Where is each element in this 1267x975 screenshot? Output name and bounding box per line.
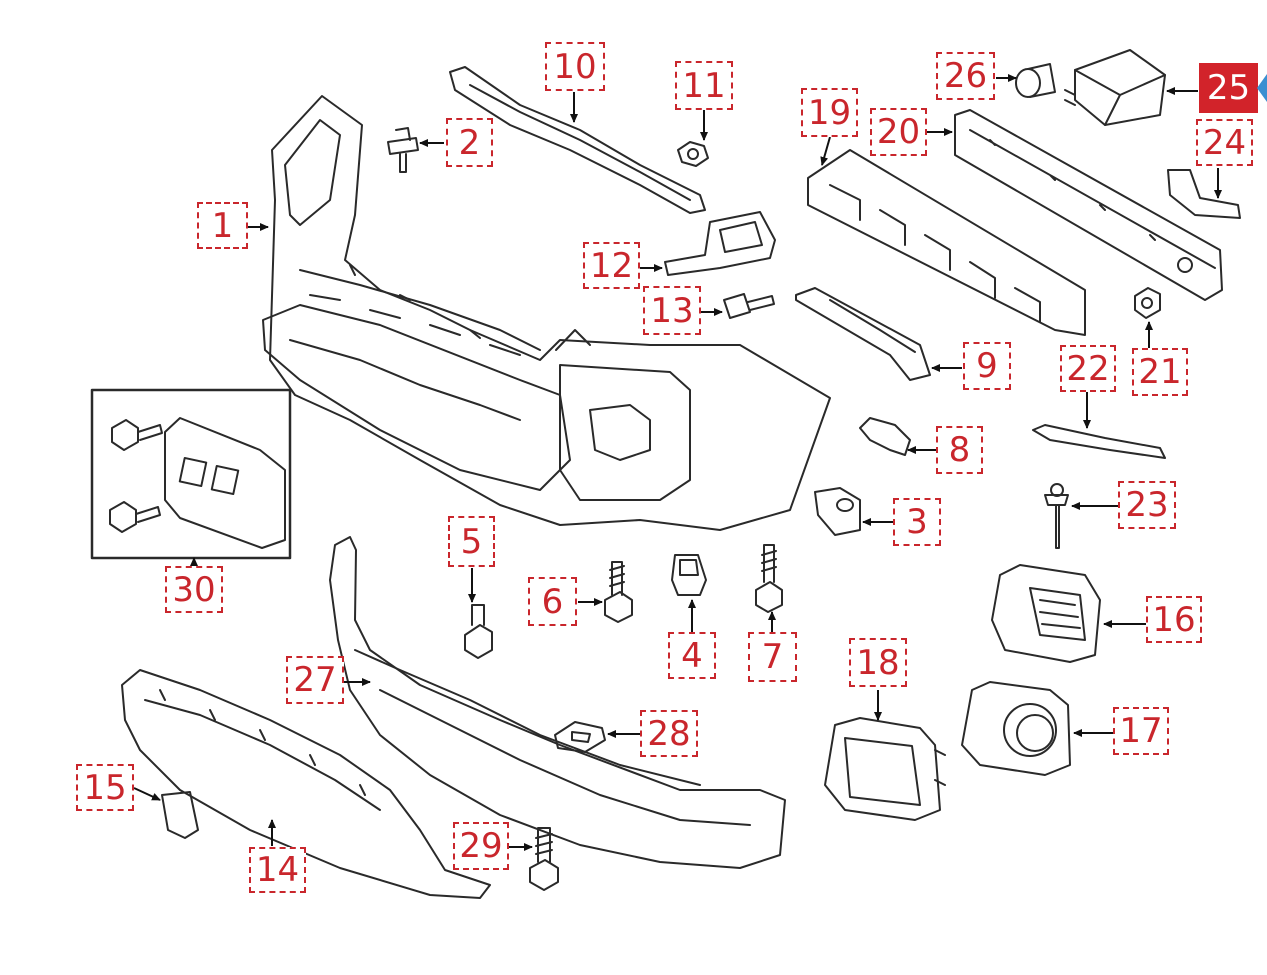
callout-30[interactable]: 30	[165, 566, 223, 613]
callout-1[interactable]: 1	[197, 202, 248, 249]
callout-24[interactable]: 24	[1196, 119, 1253, 166]
part-22-brace	[1032, 424, 1166, 459]
part-23-pin	[1044, 483, 1069, 549]
callout-3[interactable]: 3	[893, 498, 941, 546]
part-5-screw	[464, 604, 493, 659]
part-10-upper-retainer	[449, 66, 706, 214]
callout-9[interactable]: 9	[963, 342, 1011, 390]
part-2-clip	[387, 127, 419, 173]
part-8-clip	[859, 417, 911, 456]
callout-19[interactable]: 19	[801, 88, 858, 137]
callout-20[interactable]: 20	[870, 108, 927, 156]
callout-16[interactable]: 16	[1146, 596, 1202, 643]
callout-27[interactable]: 27	[286, 656, 344, 704]
part-17-fog-bezel	[961, 681, 1071, 776]
callout-2[interactable]: 2	[446, 118, 493, 167]
callout-17[interactable]: 17	[1113, 707, 1169, 755]
callout-5[interactable]: 5	[448, 516, 495, 567]
part-21-nut	[1134, 287, 1161, 319]
part-27-lower-cover	[329, 536, 786, 869]
part-7-screw	[755, 544, 783, 613]
part-18-fog-housing	[824, 717, 946, 821]
part-16-fog-cover	[991, 564, 1101, 663]
part-28-retainer	[554, 721, 606, 753]
part-19-absorber	[807, 149, 1086, 336]
part-15-clip	[161, 791, 199, 839]
leader-lines	[133, 74, 1222, 851]
part-24-bracket	[1167, 169, 1241, 219]
part-9-bracket	[795, 287, 931, 381]
part-12-bracket	[664, 211, 776, 276]
callout-4[interactable]: 4	[668, 632, 716, 679]
part-6-screw	[604, 561, 633, 623]
part-11-nut	[677, 141, 709, 167]
callout-8[interactable]: 8	[936, 426, 983, 474]
part-1-bumper-cover	[262, 95, 831, 531]
callout-11[interactable]: 11	[675, 61, 733, 110]
part-4-clip	[671, 554, 707, 596]
selected-indicator-icon	[1257, 74, 1267, 102]
callout-7[interactable]: 7	[748, 632, 797, 682]
part-26-sensor	[1015, 63, 1056, 98]
callout-14[interactable]: 14	[249, 847, 306, 893]
callout-25-selected[interactable]: 25	[1199, 63, 1258, 113]
callout-18[interactable]: 18	[849, 638, 907, 687]
part-14-deflector	[121, 669, 491, 899]
part-29-bolt	[529, 827, 559, 891]
part-30-kit-box	[90, 388, 292, 560]
callout-15[interactable]: 15	[76, 764, 134, 811]
callout-13[interactable]: 13	[643, 286, 701, 335]
callout-29[interactable]: 29	[453, 822, 509, 870]
callout-12[interactable]: 12	[583, 242, 640, 289]
part-25-module	[1064, 49, 1166, 126]
part-13-bolt	[723, 293, 775, 319]
callout-21[interactable]: 21	[1132, 348, 1188, 396]
part-3-retainer	[814, 487, 861, 536]
callout-6[interactable]: 6	[528, 577, 577, 626]
callout-23[interactable]: 23	[1118, 481, 1176, 529]
callout-22[interactable]: 22	[1060, 345, 1116, 392]
part-20-reinforcement	[954, 109, 1223, 301]
callout-28[interactable]: 28	[640, 710, 698, 757]
callout-26[interactable]: 26	[936, 52, 995, 100]
callout-10[interactable]: 10	[545, 42, 605, 91]
